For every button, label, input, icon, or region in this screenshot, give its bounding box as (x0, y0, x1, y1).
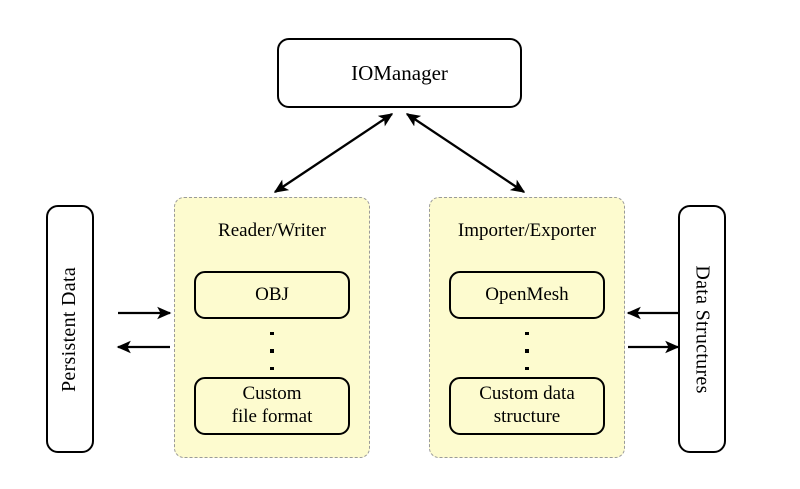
panel-item-obj-label: OBJ (255, 283, 289, 305)
panel-importer-exporter-title: Importer/Exporter (457, 220, 597, 241)
data-structures-label: Data Structures (691, 264, 714, 394)
panel-reader-writer-title: Reader/Writer (218, 220, 326, 241)
arrow-manager-importer-exporter (405, 113, 526, 193)
node-data-structures[interactable]: Data Structures (678, 205, 726, 453)
panel-item-custom-file-format[interactable]: Custom file format (194, 377, 350, 435)
panel-item-custom-data-structure-line1: Custom data (479, 383, 575, 405)
panel-item-openmesh-label: OpenMesh (485, 283, 569, 305)
panel-item-openmesh[interactable]: OpenMesh (449, 271, 605, 319)
panel-item-custom-file-format-line1: Custom (242, 383, 302, 405)
panel-item-obj[interactable]: OBJ (194, 271, 350, 319)
iomanager-label: IOManager (351, 60, 448, 85)
panel-reader-writer[interactable]: Reader/Writer OBJ Custom file format (174, 197, 370, 458)
persistent-data-label: Persistent Data (58, 266, 81, 392)
arrow-manager-reader-writer (273, 113, 394, 193)
importer-exporter-vdots-icon (430, 332, 624, 370)
panel-importer-exporter[interactable]: Importer/Exporter OpenMesh Custom data s… (429, 197, 625, 458)
node-persistent-data[interactable]: Persistent Data (46, 205, 94, 453)
panel-item-custom-data-structure[interactable]: Custom data structure (449, 377, 605, 435)
node-iomanager[interactable]: IOManager (277, 38, 522, 108)
panel-item-custom-data-structure-line2: structure (493, 406, 561, 427)
reader-writer-vdots-icon (175, 332, 369, 370)
panel-item-custom-file-format-line2: file format (231, 406, 313, 427)
